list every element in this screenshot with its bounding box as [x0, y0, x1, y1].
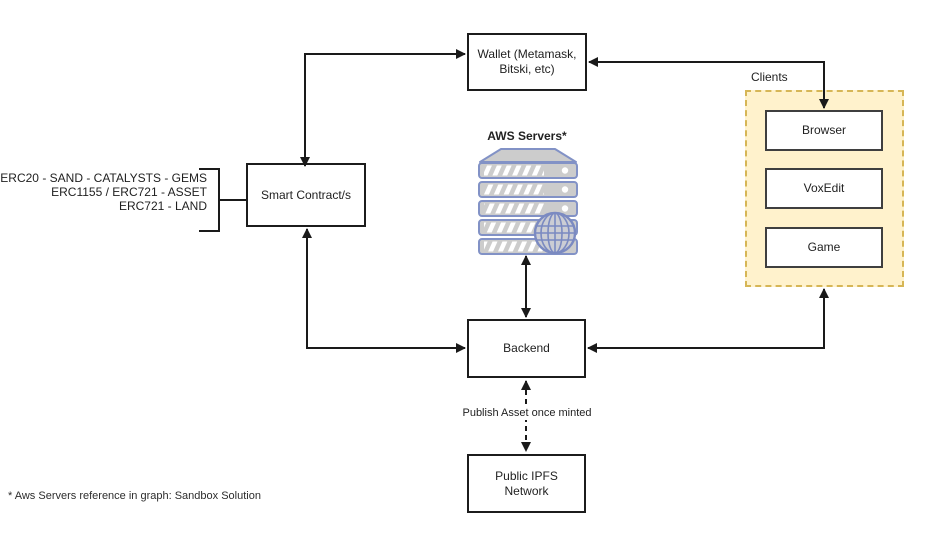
node-voxedit: VoxEdit [765, 168, 883, 209]
erc-note-line1: ERC20 - SAND - CATALYSTS - GEMS [0, 171, 207, 185]
erc-token-note: ERC20 - SAND - CATALYSTS - GEMS ERC1155 … [0, 171, 207, 213]
edge-label-publish-asset: Publish Asset once minted [452, 406, 602, 420]
edge-smartcontracts-backend [302, 228, 466, 353]
node-game-label: Game [807, 240, 841, 254]
node-smart-contracts: Smart Contract/s [246, 163, 366, 227]
node-wallet: Wallet (Metamask, Bitski, etc) [467, 33, 587, 91]
node-browser-label: Browser [801, 123, 846, 137]
footnote: * Aws Servers reference in graph: Sandbo… [8, 490, 261, 502]
node-game: Game [765, 227, 883, 268]
server-slats [478, 162, 578, 255]
node-public-ipfs-network: Public IPFS Network [467, 454, 586, 513]
node-ipfs-label-line2: Network [504, 483, 549, 498]
node-smart-contracts-label: Smart Contract/s [260, 187, 352, 202]
aws-server-rack-icon [478, 148, 578, 255]
edge-smartcontracts-wallet [300, 49, 466, 167]
edge-clients-backend [587, 288, 829, 353]
erc-note-line2: ERC1155 / ERC721 - ASSET [51, 185, 207, 199]
node-backend: Backend [467, 319, 586, 378]
clients-group-label: Clients [751, 70, 788, 84]
node-backend-label: Backend [503, 341, 550, 355]
aws-servers-title: AWS Servers* [487, 129, 567, 143]
globe-icon [533, 211, 577, 255]
erc-note-line3: ERC721 - LAND [118, 199, 207, 213]
node-voxedit-label: VoxEdit [803, 181, 845, 195]
node-wallet-label-line1: Wallet (Metamask, [477, 47, 577, 61]
node-ipfs-label-line1: Public IPFS [495, 468, 558, 483]
node-wallet-label-line2: Bitski, etc) [499, 62, 555, 76]
node-browser: Browser [765, 110, 883, 151]
